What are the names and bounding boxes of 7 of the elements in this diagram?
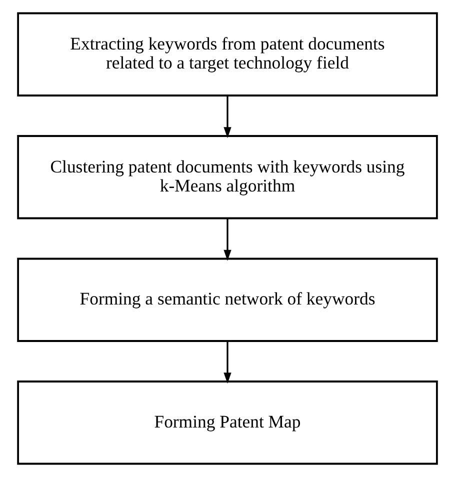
node-box: Forming Patent Map	[16, 380, 438, 465]
arrow	[223, 341, 231, 384]
node-box: Forming a semantic network of keywords	[16, 258, 438, 342]
node-box: Extracting keywords from patent documents related to a target technology field	[16, 12, 438, 96]
arrow	[223, 218, 231, 261]
node-box: Clustering patent documents with keywords using k-Means algorithm	[16, 135, 438, 220]
arrow	[223, 96, 231, 138]
